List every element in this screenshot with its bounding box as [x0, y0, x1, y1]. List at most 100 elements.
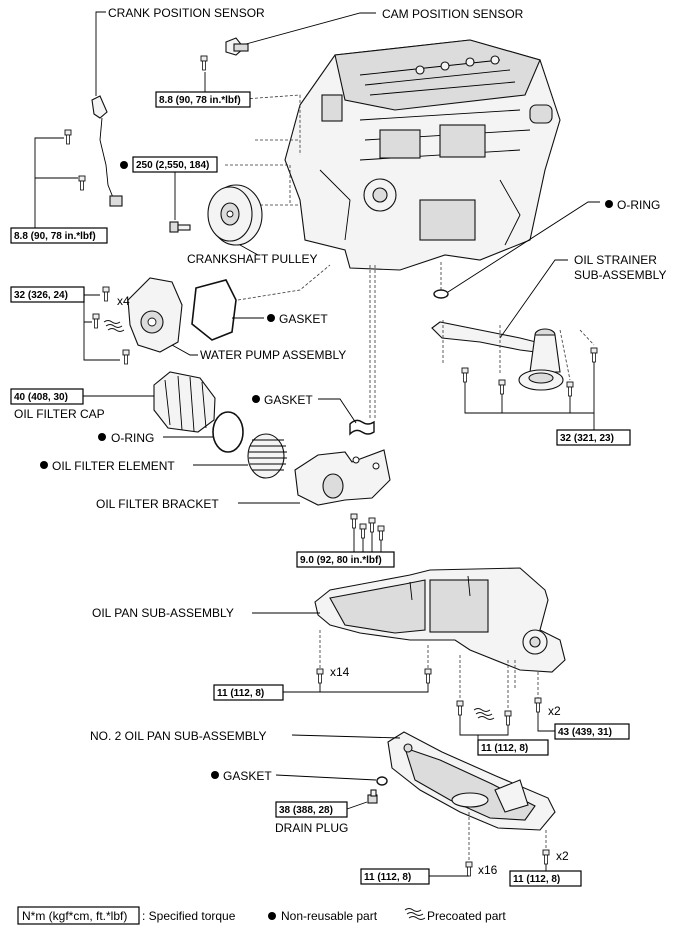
crank-sensor-bolt-lower-icon — [78, 175, 86, 191]
non-reusable-marker-wp-gasket — [267, 314, 275, 322]
oil-strainer-label-line1: OIL STRAINER — [574, 253, 657, 267]
water-pump-gasket-label: GASKET — [279, 312, 328, 326]
oil-filter-cap — [153, 371, 216, 433]
oil-pan-bolts-torque-box — [213, 684, 284, 701]
non-reusable-marker-bracket-gasket — [252, 395, 260, 403]
cam-sensor-bolt-icon — [200, 55, 208, 71]
drain-plug-gasket — [376, 776, 388, 786]
oil-filter-bracket-gasket-label: GASKET — [264, 393, 313, 407]
oil-filter-o-ring-label: O-RING — [111, 431, 154, 445]
legend-non-reusable: Non-reusable part — [281, 909, 378, 923]
no2-pan-nut-icon — [542, 849, 550, 865]
oil-filter-element-label: OIL FILTER ELEMENT — [52, 459, 175, 473]
oil-filter-cap-label: OIL FILTER CAP — [14, 407, 105, 421]
no2-pan-bolts-torque: 11 (112, 8) — [364, 872, 411, 883]
crank-position-sensor — [91, 95, 123, 207]
legend-torque-unit: N*m (kgf*cm, ft.*lbf) — [22, 909, 127, 923]
water-pump-bolt-3-icon — [122, 349, 130, 365]
no2-pan-nut-count: x2 — [556, 849, 569, 863]
bracket-bolt-4-icon — [377, 525, 385, 541]
water-pump-gasket — [191, 279, 237, 341]
non-reusable-marker-pulley-bolt — [120, 161, 128, 169]
engine-block — [284, 39, 561, 271]
water-pump-bolt-1-icon — [102, 286, 110, 302]
oil-pan-sub-assembly — [314, 567, 566, 673]
oil-strainer-sub-assembly — [431, 321, 564, 391]
oil-strainer-label-line2: SUB-ASSEMBLY — [574, 268, 666, 282]
oil-pan-bolt-count: x14 — [330, 665, 350, 679]
oil-filter-bracket-gasket — [349, 419, 375, 436]
oil-filter-o-ring — [212, 411, 244, 453]
strainer-o-ring-label: O-RING — [617, 198, 660, 212]
oil-pan-bolts-torque: 11 (112, 8) — [217, 688, 264, 699]
water-pump-torque: 32 (326, 24) — [14, 290, 68, 301]
bracket-bolt-1-icon — [350, 513, 358, 529]
oil-pan-nut-count: x2 — [548, 704, 561, 718]
oil-pan-bolt-left-icon — [316, 668, 324, 684]
legend-torque-desc: : Specified torque — [142, 909, 236, 923]
drain-plug — [367, 789, 378, 804]
legend-precoated-icon — [404, 908, 426, 920]
pulley-bolt-torque: 250 (2,550, 184) — [136, 160, 209, 171]
legend-precoated: Precoated part — [427, 909, 506, 923]
strainer-bolts-torque: 32 (321, 23) — [560, 433, 614, 444]
oil-filter-bracket-label: OIL FILTER BRACKET — [96, 497, 219, 511]
bracket-bolt-3-icon — [368, 517, 376, 533]
bracket-bolt-2-icon — [359, 523, 367, 539]
strainer-bolt-4-icon — [590, 347, 598, 363]
no2-oil-pan-sub-assembly — [387, 731, 556, 831]
non-reusable-marker-filter-element — [40, 461, 48, 469]
water-pump-bolt-count: x4 — [117, 294, 130, 308]
oil-pan-label: OIL PAN SUB-ASSEMBLY — [92, 606, 234, 620]
crankshaft-pulley-bolt-icon — [169, 221, 191, 233]
strainer-bolt-2-icon — [498, 379, 506, 395]
drain-plug-label: DRAIN PLUG — [275, 821, 348, 835]
crankshaft-pulley-label: CRANKSHAFT PULLEY — [187, 252, 317, 266]
non-reusable-marker-drain-gasket — [211, 771, 219, 779]
cam-position-sensor — [225, 37, 249, 56]
oil-pan-nut-icon — [534, 697, 542, 713]
legend: N*m (kgf*cm, ft.*lbf) : Specified torque… — [17, 906, 506, 925]
precoated-marker-oil-pan-icon — [473, 708, 495, 720]
oil-pan-lower-bolt-1-icon — [456, 700, 464, 716]
crank-sensor-torque-box — [10, 227, 108, 244]
crank-position-sensor-label: CRANK POSITION SENSOR — [108, 6, 265, 20]
bracket-bolts-torque: 9.0 (92, 80 in.*lbf) — [300, 555, 382, 566]
oil-pan-nuts-torque: 43 (439, 31) — [558, 727, 612, 738]
cam-sensor-torque: 8.8 (90, 78 in.*lbf) — [159, 95, 241, 106]
oil-filter-cap-torque-box — [10, 388, 84, 405]
drain-gasket-label: GASKET — [223, 769, 272, 783]
no2-pan-bolt-icon — [465, 861, 473, 877]
drain-plug-torque: 38 (388, 28) — [279, 805, 333, 816]
strainer-bolt-1-icon — [461, 367, 469, 383]
oil-filter-cap-torque: 40 (408, 30) — [14, 392, 68, 403]
oil-pan-lower-bolts-torque-box — [477, 739, 549, 756]
water-pump-torque-box — [10, 286, 85, 303]
no2-pan-nuts-torque: 11 (112, 8) — [513, 874, 560, 885]
no2-pan-bolt-count: x16 — [478, 863, 498, 877]
no2-oil-pan-label: NO. 2 OIL PAN SUB-ASSEMBLY — [90, 729, 267, 743]
water-pump-assembly-label: WATER PUMP ASSEMBLY — [200, 348, 346, 362]
crank-sensor-torque: 8.8 (90, 78 in.*lbf) — [14, 231, 96, 242]
cam-sensor-torque-box — [155, 91, 251, 108]
non-reusable-marker-strainer-o-ring — [605, 200, 613, 208]
oil-filter-element — [247, 433, 287, 479]
no2-pan-bolts-torque-box — [360, 868, 430, 885]
crankshaft-pulley — [207, 184, 263, 246]
cam-position-sensor-label: CAM POSITION SENSOR — [382, 7, 524, 21]
strainer-bolts-torque-box — [556, 429, 631, 446]
oil-pan-nuts-torque-box — [554, 723, 630, 740]
legend-non-reusable-marker — [268, 912, 276, 920]
non-reusable-marker-filter-o-ring — [98, 433, 106, 441]
drain-plug-torque-box — [275, 801, 348, 818]
precoated-marker-water-pump-icon — [103, 320, 125, 332]
no2-pan-nuts-torque-box — [509, 870, 582, 887]
water-pump-assembly — [127, 277, 183, 353]
strainer-bolt-3-icon — [566, 381, 574, 397]
oil-pan-lower-bolts-torque: 11 (112, 8) — [481, 743, 528, 754]
oil-filter-bracket — [294, 449, 391, 506]
water-pump-bolt-2-icon — [92, 313, 100, 329]
oil-pan-lower-bolt-2-icon — [504, 710, 512, 726]
strainer-o-ring — [433, 289, 449, 299]
